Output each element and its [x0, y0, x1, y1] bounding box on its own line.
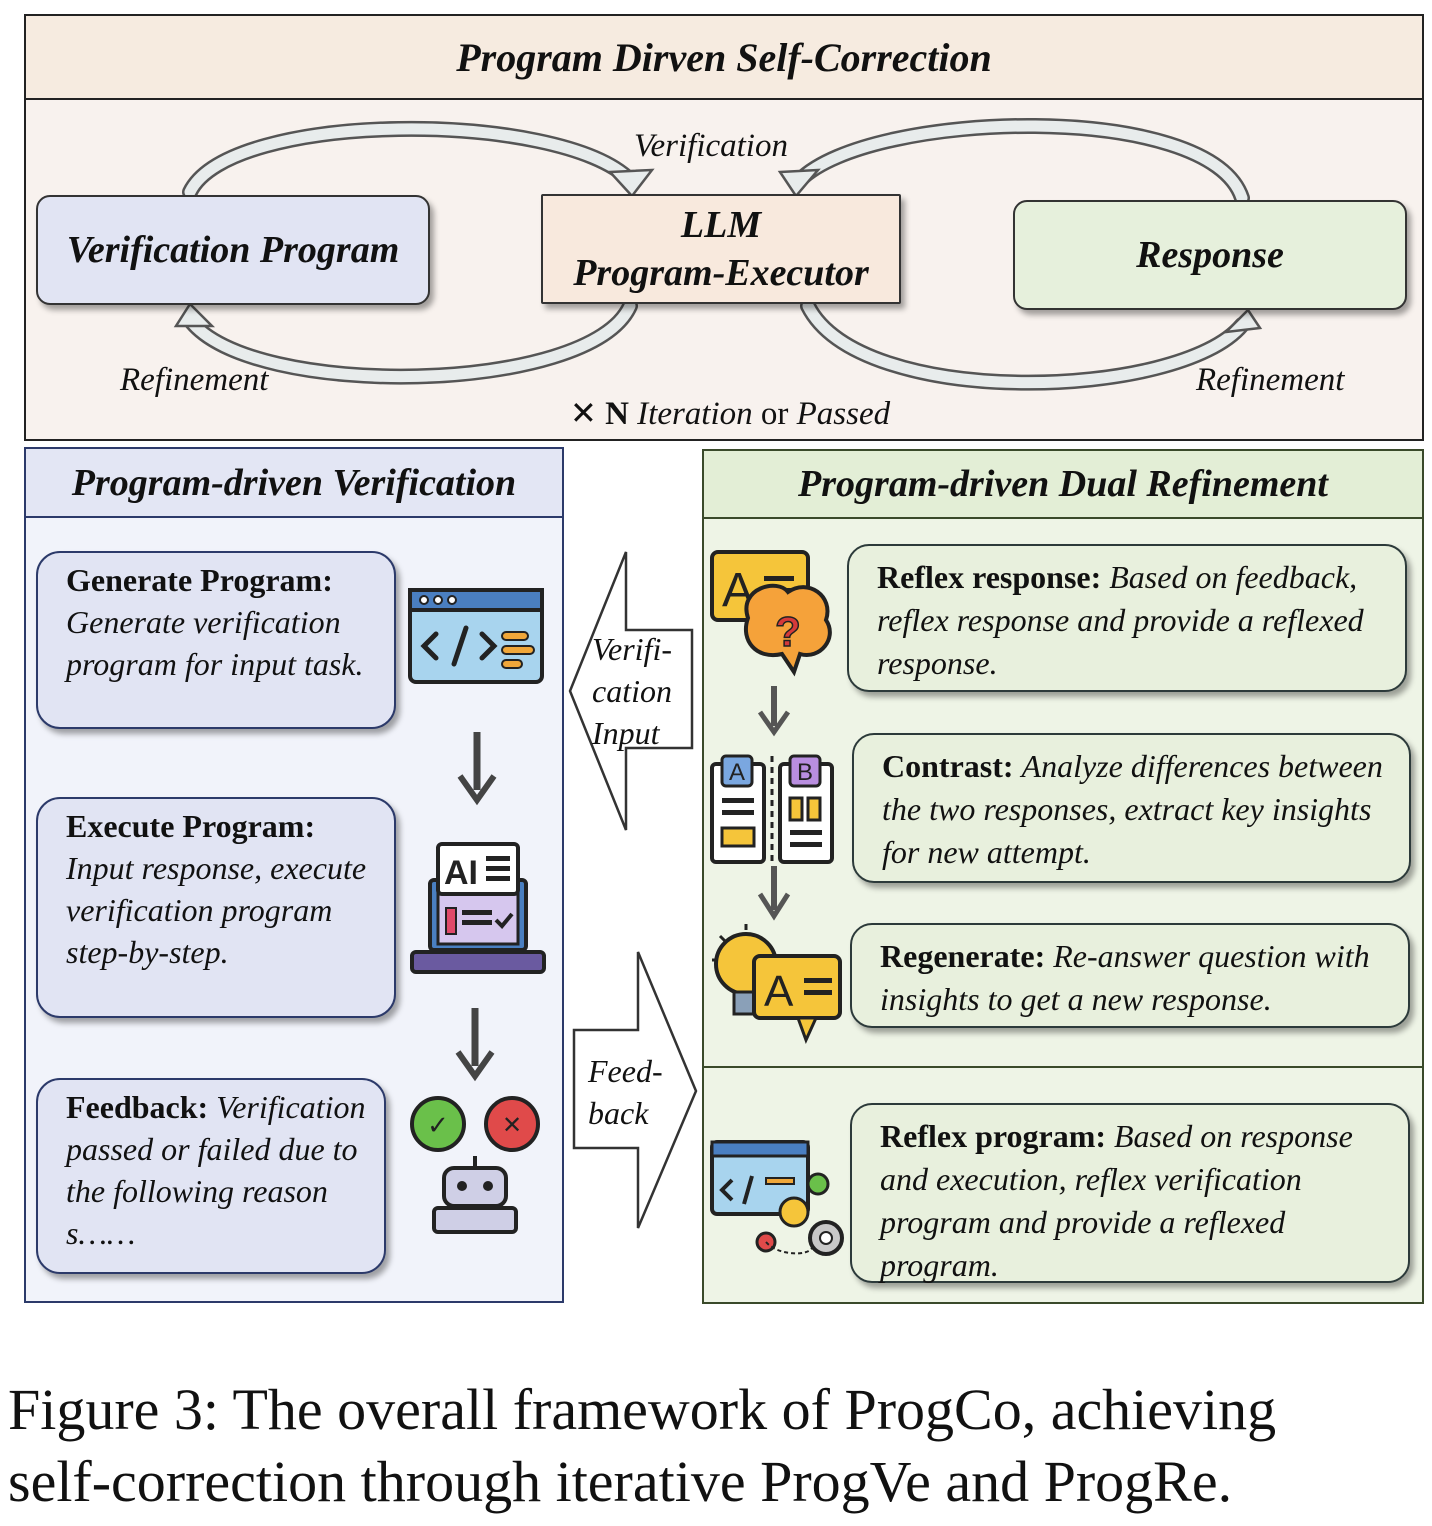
- feedback-text: Verification passed or failed due to the…: [66, 1089, 366, 1251]
- arrowhead-3: [173, 302, 216, 328]
- contrast-heading: Contrast:: [882, 748, 1014, 784]
- execute-program-text: Input response, execute verification pro…: [66, 850, 367, 970]
- response-node: Response: [1013, 200, 1407, 310]
- verification-input-label: Verifi- cation Input: [592, 628, 672, 754]
- figure-caption: Figure 3: The overall framework of ProgC…: [8, 1374, 1428, 1518]
- verification-input-line2: cation: [592, 673, 672, 709]
- execute-program-box: Execute Program: Input response, execute…: [36, 797, 396, 1018]
- section-title-bar: Program Dirven Self-Correction: [24, 14, 1424, 100]
- refinement-panel-title: Program-driven Dual Refinement: [798, 463, 1328, 505]
- verification-input-arrow: [568, 551, 694, 831]
- feedback-heading: Feedback:: [66, 1089, 209, 1125]
- a-label: A: [729, 759, 745, 786]
- response-label: Response: [1136, 234, 1284, 276]
- verification-input-line1: Verifi-: [592, 631, 672, 667]
- verification-panel-header: Program-driven Verification: [24, 447, 564, 518]
- reflex-program-text: Based on response and execution, reflex …: [880, 1118, 1353, 1283]
- generate-program-text: Generate verification program for input …: [66, 604, 364, 682]
- caption-line2: self-correction through iterative ProgVe…: [8, 1449, 1233, 1514]
- idea-bubble-icon: A: [712, 924, 842, 1044]
- refinement-right-label: Refinement: [1196, 362, 1345, 398]
- loop-arrows: [173, 118, 1263, 391]
- a-symbol: A: [764, 967, 794, 1016]
- verification-program-node: Verification Program: [36, 195, 430, 305]
- arrow-executor-to-response: [800, 298, 1250, 391]
- arrowhead-2: [777, 168, 821, 199]
- arrow-program-to-executor: [182, 120, 638, 200]
- feedback-arrow: [572, 951, 698, 1229]
- iteration-word: Iteration: [637, 396, 753, 432]
- contrast-text: Analyze differences between the two resp…: [882, 748, 1383, 870]
- question-glyph: ?: [775, 608, 801, 655]
- caption-line1: Figure 3: The overall framework of ProgC…: [8, 1377, 1277, 1442]
- question-bubble-icon: A ?: [710, 550, 832, 677]
- verification-panel-title: Program-driven Verification: [71, 461, 517, 504]
- iteration-condition: ✕ N Iteration or Passed: [570, 394, 890, 433]
- refinement-divider: [702, 1066, 1424, 1068]
- down-arrow-2: [455, 1008, 495, 1082]
- reflex-response-heading: Reflex response:: [877, 559, 1102, 595]
- arrowhead-1: [607, 168, 655, 198]
- iteration-passed: Passed: [796, 396, 891, 432]
- refinement-panel-header: Program-driven Dual Refinement: [702, 449, 1424, 519]
- generate-program-box: Generate Program: Generate verification …: [36, 551, 396, 729]
- regenerate-box: Regenerate: Re-answer question with insi…: [850, 923, 1410, 1028]
- arrow-response-to-executor: [792, 118, 1250, 206]
- down-arrow-1: [457, 732, 497, 806]
- b-label: B: [797, 759, 813, 786]
- reflex-response-box: Reflex response: Based on feedback, refl…: [847, 544, 1407, 692]
- reflex-program-heading: Reflex program:: [880, 1118, 1106, 1154]
- generate-program-heading: Generate Program:: [66, 562, 333, 598]
- cross-icon: ✕: [570, 394, 597, 432]
- reflex-response-text: Based on feedback, reflex response and p…: [877, 559, 1364, 681]
- contrast-box: Contrast: Analyze differences between th…: [852, 733, 1411, 883]
- program-executor-label: Program-Executor: [573, 252, 869, 294]
- reflex-program-box: Reflex program: Based on response and ex…: [850, 1103, 1410, 1283]
- arrowhead-4: [1222, 308, 1263, 334]
- ai-glyph: AI: [444, 854, 478, 892]
- feedback-line2: back: [588, 1095, 649, 1131]
- section-title: Program Dirven Self-Correction: [456, 34, 992, 80]
- llm-executor-node: LLM Program-Executor: [541, 194, 901, 304]
- verification-label: Verification: [634, 128, 788, 164]
- check-icon: ✓: [427, 1111, 449, 1141]
- execute-program-heading: Execute Program:: [66, 808, 316, 844]
- right-flow-arrows: [757, 686, 791, 921]
- feedback-box: Feedback: Verification passed or failed …: [36, 1078, 386, 1274]
- iteration-or: or: [760, 396, 789, 432]
- refinement-left-label: Refinement: [120, 362, 269, 398]
- regenerate-text: Re-answer question with insights to get …: [880, 938, 1370, 1017]
- ai-laptop-icon: AI: [410, 842, 546, 974]
- robot-feedback-icon: ✓ ✕: [410, 1096, 540, 1234]
- regenerate-heading: Regenerate:: [880, 938, 1046, 974]
- feedback-arrow-label: Feed- back: [588, 1050, 663, 1134]
- feedback-line1: Feed-: [588, 1053, 663, 1089]
- llm-label: LLM: [680, 204, 762, 246]
- code-window-icon: [408, 588, 544, 684]
- verification-input-line3: Input: [592, 715, 660, 751]
- x-icon: ✕: [502, 1111, 522, 1139]
- verification-program-label: Verification Program: [66, 229, 400, 271]
- iteration-n: N: [605, 396, 629, 432]
- ab-compare-icon: A B: [710, 754, 834, 864]
- program-settings-icon: [710, 1140, 844, 1256]
